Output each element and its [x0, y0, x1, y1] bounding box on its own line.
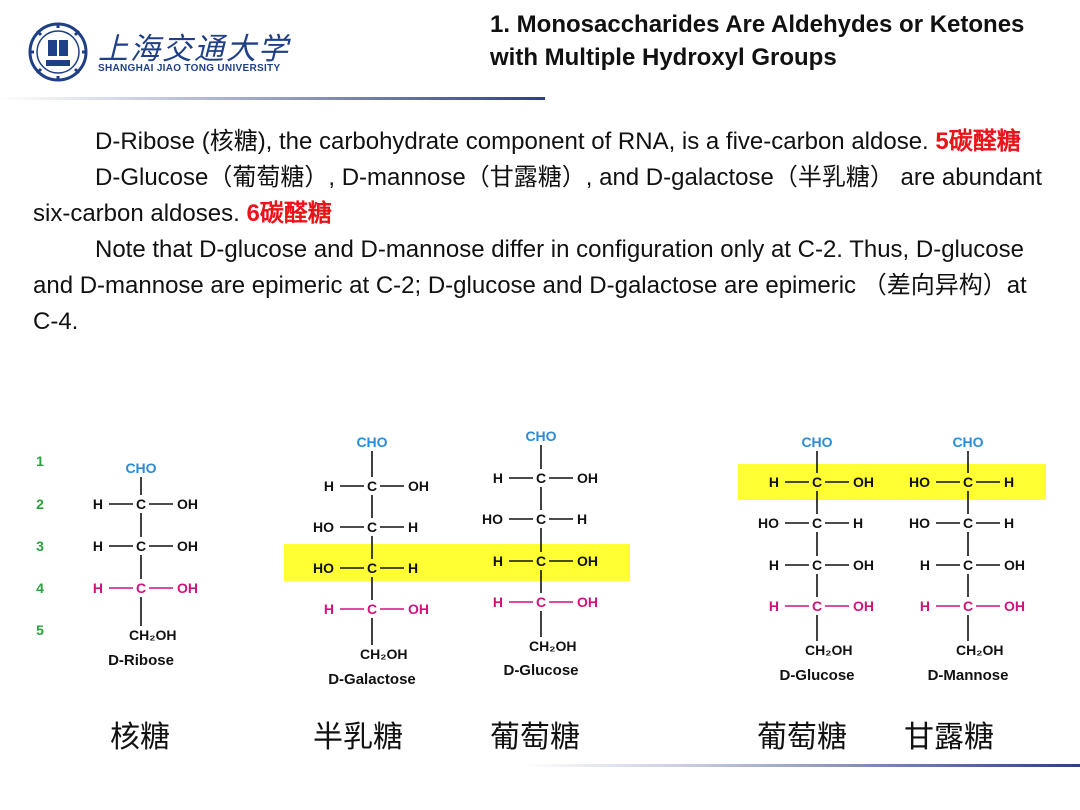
- carbon-atom: C: [367, 519, 377, 535]
- paragraph-hexoses: D-Glucose（葡萄糖）, D-mannose（甘露糖）, and D-ga…: [33, 164, 1042, 227]
- hydrogen-atom: H: [769, 598, 779, 614]
- hydroxyl-group: HO: [909, 515, 930, 531]
- hydrogen-atom: H: [493, 594, 503, 610]
- hydroxyl-group: OH: [577, 470, 598, 486]
- terminal-ch2oh-group: CH₂OH: [129, 627, 176, 643]
- terminal-ch2oh-group: CH₂OH: [956, 642, 1003, 658]
- hydroxyl-group: HO: [909, 474, 930, 490]
- slide-title: 1. Monosaccharides Are Aldehydes or Keto…: [490, 11, 1025, 71]
- hydrogen-atom: H: [853, 515, 863, 531]
- carbon-atom: C: [812, 515, 822, 531]
- hydroxyl-group: OH: [577, 553, 598, 569]
- hydroxyl-group: HO: [313, 560, 334, 576]
- hydrogen-atom: H: [93, 496, 103, 512]
- university-seal-icon: [28, 22, 88, 82]
- hydroxyl-group: HO: [758, 515, 779, 531]
- cn-label-ribose: 核糖: [110, 720, 170, 755]
- hydroxyl-group: OH: [853, 474, 874, 490]
- aldehyde-group: CHO: [952, 434, 983, 450]
- structure-name-label: D-Mannose: [928, 667, 1009, 684]
- hydroxyl-group: OH: [177, 580, 198, 596]
- hydroxyl-group: OH: [1004, 598, 1025, 614]
- cn-label-galactose: 半乳糖: [313, 720, 403, 755]
- hydroxyl-group: OH: [177, 496, 198, 512]
- hydroxyl-group: OH: [1004, 557, 1025, 573]
- hydrogen-atom: H: [93, 580, 103, 596]
- paragraph-epimers: Note that D-glucose and D-mannose differ…: [33, 236, 1027, 335]
- terminal-ch2oh-group: CH₂OH: [529, 638, 576, 654]
- logo-chinese-name: 上海交通大学: [98, 32, 290, 67]
- hydroxyl-group: OH: [853, 557, 874, 573]
- hydroxyl-group: OH: [577, 594, 598, 610]
- footer-divider: [520, 764, 1080, 767]
- carbon-atom: C: [963, 474, 973, 490]
- carbon-number-label: 1: [36, 453, 44, 469]
- carbon-number-label: 3: [36, 538, 44, 554]
- structure-name-label: D-Ribose: [108, 652, 174, 669]
- header-divider: [0, 97, 545, 100]
- hydroxyl-group: OH: [177, 538, 198, 554]
- terminal-ch2oh-group: CH₂OH: [805, 642, 852, 658]
- hydroxyl-group: OH: [408, 478, 429, 494]
- carbon-atom: C: [536, 470, 546, 486]
- hydrogen-atom: H: [769, 557, 779, 573]
- hydrogen-atom: H: [920, 598, 930, 614]
- hydroxyl-group: HO: [313, 519, 334, 535]
- carbon-atom: C: [536, 511, 546, 527]
- aldehyde-group: CHO: [525, 428, 556, 444]
- hydrogen-atom: H: [93, 538, 103, 554]
- paragraph-ribose: D-Ribose (核糖), the carbohydrate componen…: [95, 128, 1021, 155]
- carbon-atom: C: [536, 594, 546, 610]
- carbon-number-label: 5: [36, 622, 44, 638]
- cn-label-mannose: 甘露糖: [904, 720, 994, 755]
- aldehyde-group: CHO: [801, 434, 832, 450]
- carbon-atom: C: [963, 515, 973, 531]
- carbon-atom: C: [963, 598, 973, 614]
- carbon-atom: C: [136, 538, 146, 554]
- terminal-ch2oh-group: CH₂OH: [360, 646, 407, 662]
- carbon-atom: C: [963, 557, 973, 573]
- hydrogen-atom: H: [1004, 515, 1014, 531]
- hydrogen-atom: H: [408, 519, 418, 535]
- carbon-atom: C: [536, 553, 546, 569]
- carbon-atom: C: [136, 496, 146, 512]
- structure-name-label: D-Galactose: [328, 671, 416, 688]
- logo-english-name: SHANGHAI JIAO TONG UNIVERSITY: [98, 63, 281, 74]
- structure-name-label: D-Glucose: [779, 667, 854, 684]
- cn-label-glucose-2: 葡萄糖: [757, 720, 847, 755]
- hydrogen-atom: H: [493, 470, 503, 486]
- hydrogen-atom: H: [324, 601, 334, 617]
- carbon-number-label: 4: [36, 580, 44, 596]
- highlight-band-c4: [284, 544, 630, 581]
- carbon-atom: C: [812, 557, 822, 573]
- hydrogen-atom: H: [408, 560, 418, 576]
- hydroxyl-group: OH: [853, 598, 874, 614]
- hydrogen-atom: H: [1004, 474, 1014, 490]
- hydrogen-atom: H: [324, 478, 334, 494]
- label-6-carbon-aldose: 6碳醛糖: [246, 200, 332, 227]
- hydrogen-atom: H: [920, 557, 930, 573]
- carbon-atom: C: [136, 580, 146, 596]
- cn-label-glucose: 葡萄糖: [490, 720, 580, 755]
- hydrogen-atom: H: [493, 553, 503, 569]
- carbon-atom: C: [812, 474, 822, 490]
- hydroxyl-group: HO: [482, 511, 503, 527]
- hydroxyl-group: OH: [408, 601, 429, 617]
- label-5-carbon-aldose: 5碳醛糖: [935, 128, 1021, 155]
- carbon-atom: C: [367, 601, 377, 617]
- carbon-atom: C: [367, 478, 377, 494]
- carbon-atom: C: [367, 560, 377, 576]
- carbon-atom: C: [812, 598, 822, 614]
- aldehyde-group: CHO: [125, 460, 156, 476]
- hydrogen-atom: H: [769, 474, 779, 490]
- aldehyde-group: CHO: [356, 434, 387, 450]
- carbon-number-label: 2: [36, 496, 44, 512]
- hydrogen-atom: H: [577, 511, 587, 527]
- structure-name-label: D-Glucose: [503, 662, 578, 679]
- body-text: D-Ribose (核糖), the carbohydrate componen…: [33, 124, 1048, 340]
